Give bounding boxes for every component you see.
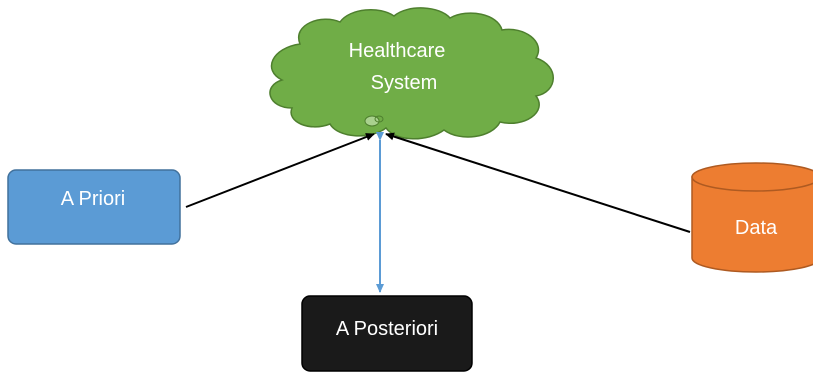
connector-glyph: [364, 115, 384, 127]
a-posteriori-label: A Posteriori: [336, 318, 438, 340]
data-cylinder-body: [691, 176, 813, 273]
a-posteriori-box: [301, 295, 473, 372]
healthcare-label-line2: System: [371, 72, 438, 94]
healthcare-system-node: Healthcare System: [269, 7, 554, 140]
data-node: Data: [691, 162, 813, 273]
edge-data-to-healthcare: [385, 132, 691, 233]
healthcare-label-line1: Healthcare: [349, 40, 446, 62]
a-priori-node: A Priori: [7, 169, 181, 245]
cloud-shape: [269, 7, 554, 140]
a-priori-box: [7, 169, 181, 245]
data-cylinder-top: [691, 162, 813, 192]
a-posteriori-node: A Posteriori: [301, 295, 473, 372]
data-label: Data: [735, 217, 778, 239]
a-priori-label: A Priori: [61, 188, 125, 210]
edge-a-priori-to-healthcare: [185, 133, 375, 208]
